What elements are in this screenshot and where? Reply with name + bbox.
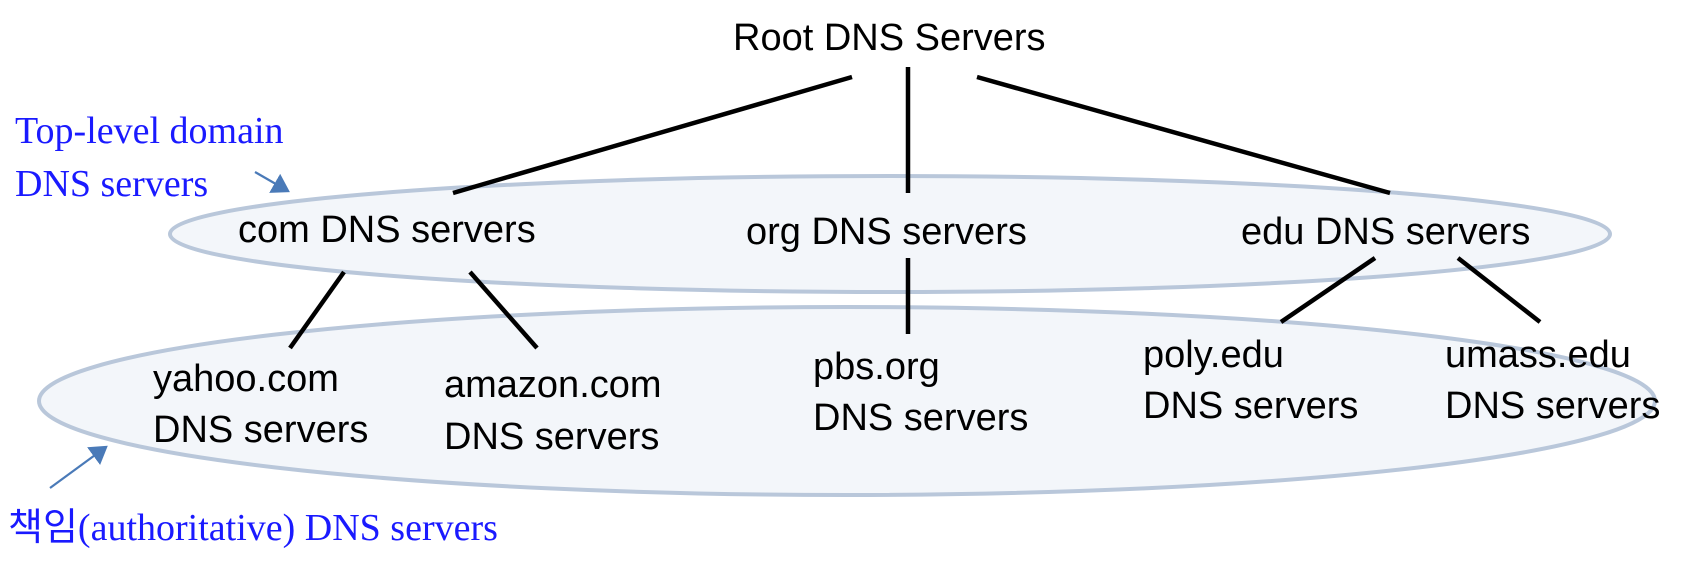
tld-org-label: org DNS servers — [746, 211, 1027, 253]
auth-amazon-line2: DNS servers — [444, 416, 659, 458]
edge-com-yahoo — [288, 270, 346, 350]
auth-umass-line2: DNS servers — [1445, 385, 1660, 427]
root-dns-label: Root DNS Servers — [733, 17, 1046, 59]
authoritative-annotation-arrow — [49, 445, 108, 489]
auth-umass-line1: umass.edu — [1445, 334, 1631, 376]
auth-pbs-line2: DNS servers — [813, 397, 1028, 439]
tld-annotation-line2: DNS servers — [15, 163, 208, 205]
authoritative-annotation: 책임(authoritative) DNS servers — [8, 507, 498, 549]
edge-root-edu — [976, 74, 1391, 196]
tld-annotation-arrow — [254, 171, 290, 193]
tld-group-ellipse — [168, 174, 1612, 294]
edge-root-com — [452, 74, 853, 196]
edge-com-amazon — [468, 270, 539, 350]
auth-yahoo-line2: DNS servers — [153, 409, 368, 451]
edge-edu-umass — [1456, 256, 1542, 324]
auth-amazon-line1: amazon.com — [444, 364, 662, 406]
edge-edu-poly — [1279, 256, 1377, 324]
tld-edu-label: edu DNS servers — [1241, 211, 1530, 253]
tld-com-label: com DNS servers — [238, 209, 536, 251]
authoritative-group-ellipse — [37, 305, 1657, 497]
auth-yahoo-line1: yahoo.com — [153, 358, 339, 400]
auth-pbs-line1: pbs.org — [813, 346, 940, 388]
tld-annotation-line1: Top-level domain — [15, 110, 284, 152]
auth-poly-line2: DNS servers — [1143, 385, 1358, 427]
auth-poly-line1: poly.edu — [1143, 334, 1284, 376]
